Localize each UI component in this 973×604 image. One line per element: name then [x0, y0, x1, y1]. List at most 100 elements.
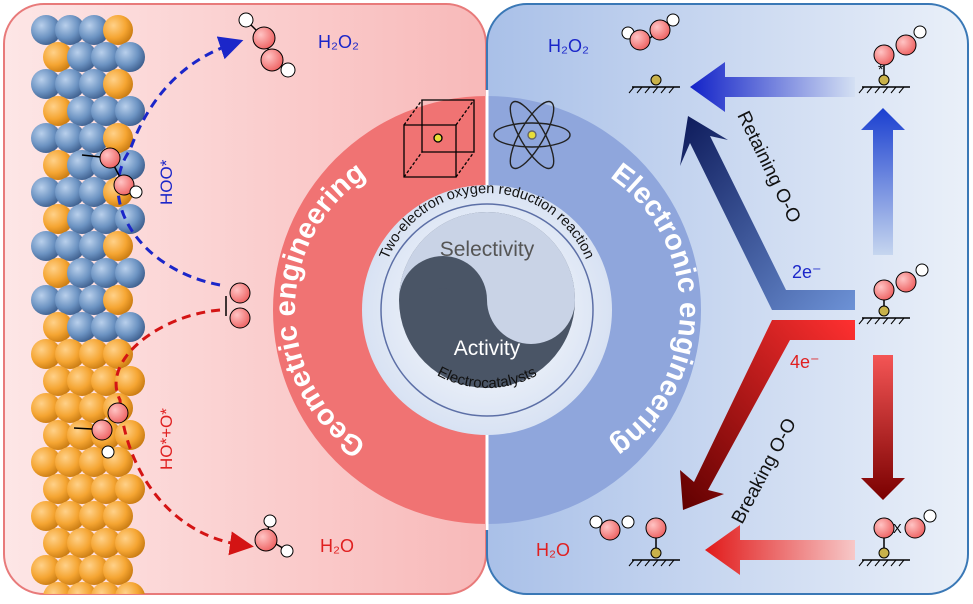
slab-atom: [67, 366, 97, 396]
slab-atom: [55, 555, 85, 585]
slab-atom: [79, 285, 109, 315]
surface-site-middle: [858, 263, 929, 325]
slab-atom: [91, 582, 121, 594]
slab-atom: [55, 447, 85, 477]
crystal-cube-icon: [403, 99, 475, 178]
slab-atom: [31, 447, 61, 477]
slab-atom: [67, 312, 97, 342]
slab-atom: [115, 42, 145, 72]
slab-atom: [43, 312, 73, 342]
slab-atom: [31, 177, 61, 207]
slab-atom: [43, 474, 73, 504]
slab-atom: [103, 15, 133, 45]
left-h2o-label: H₂O: [320, 536, 354, 556]
slab-atom: [31, 123, 61, 153]
slab-atom: [67, 474, 97, 504]
ho-o-label: HO*+O*: [157, 408, 176, 470]
slab-atom: [67, 582, 97, 594]
svg-text:*: *: [878, 61, 884, 77]
water-molecule-right: [589, 515, 635, 541]
slab-atom: [115, 312, 145, 342]
svg-text:X: X: [893, 521, 902, 536]
slab-atom: [55, 69, 85, 99]
slab-atom: [79, 501, 109, 531]
slab-atom: [67, 204, 97, 234]
slab-atom: [103, 123, 133, 153]
slab-atom: [91, 312, 121, 342]
slab-atom: [55, 393, 85, 423]
four-e-label: 4e⁻: [790, 352, 820, 372]
slab-atom: [79, 555, 109, 585]
o2-molecule: [225, 282, 251, 329]
activity-label: Activity: [454, 337, 521, 360]
slab-atom: [103, 339, 133, 369]
slab-atom: [115, 420, 145, 450]
slab-atom: [43, 42, 73, 72]
slab-atom: [91, 96, 121, 126]
slab-atom: [79, 447, 109, 477]
slab-atom: [43, 366, 73, 396]
arrow-2e-to-h2o2: [690, 62, 855, 112]
surface-site-bottom-left: [628, 517, 680, 567]
slab-atom: [55, 285, 85, 315]
slab-atom: [43, 420, 73, 450]
atom-icon: [493, 100, 571, 170]
slab-atom: [91, 204, 121, 234]
slab-atom: [31, 339, 61, 369]
surface-site-top-right: *: [858, 25, 927, 94]
slab-atom: [103, 69, 133, 99]
slab-atom: [115, 258, 145, 288]
water-molecule-left: [254, 514, 294, 558]
slab-atom: [31, 285, 61, 315]
slab-atom: [79, 339, 109, 369]
slab-atom: [31, 69, 61, 99]
slab-atom: [43, 150, 73, 180]
slab-atom: [55, 123, 85, 153]
slab-atom: [55, 231, 85, 261]
slab-atom: [91, 42, 121, 72]
slab-atom: [67, 42, 97, 72]
slab-atom: [115, 96, 145, 126]
slab-atom: [43, 528, 73, 558]
selectivity-label: Selectivity: [440, 238, 535, 261]
slab-atom: [115, 582, 145, 594]
arrow-down-red: [861, 355, 905, 500]
slab-atom: [43, 96, 73, 126]
slab-atom: [91, 528, 121, 558]
slab-atom: [103, 501, 133, 531]
slab-atom: [31, 393, 61, 423]
slab-atom: [43, 204, 73, 234]
slab-atom: [79, 231, 109, 261]
hoo-label: HOO*: [157, 159, 176, 205]
slab-atom: [67, 258, 97, 288]
slab-atom: [91, 474, 121, 504]
arrow-to-h2o: [705, 525, 855, 575]
slab-atom: [31, 555, 61, 585]
slab-atom: [79, 69, 109, 99]
slab-atom: [67, 96, 97, 126]
arrow-2e-diagonal: [680, 116, 855, 310]
slab-atom: [103, 285, 133, 315]
surface-site-top-left: [628, 74, 680, 94]
slab-atom: [31, 231, 61, 261]
slab-atom: [115, 366, 145, 396]
slab-atom: [115, 150, 145, 180]
slab-atom: [55, 15, 85, 45]
slab-atom: [115, 528, 145, 558]
slab-atom: [91, 366, 121, 396]
two-e-label: 2e⁻: [792, 262, 822, 282]
slab-atom: [79, 15, 109, 45]
slab-atom: [55, 339, 85, 369]
slab-atom: [79, 123, 109, 153]
slab-atom: [79, 177, 109, 207]
dashed-arrow-h2o: [114, 308, 254, 556]
slab-atom: [115, 474, 145, 504]
adsorbed-hoo-molecule: [81, 147, 143, 199]
h2o2-molecule-right: [621, 13, 680, 51]
left-h2o2-label: H₂O₂: [318, 32, 359, 52]
arrow-4e-diagonal: [680, 320, 855, 510]
dashed-arrow-h2o2: [116, 36, 244, 287]
arrow-up-blue: [861, 108, 905, 255]
